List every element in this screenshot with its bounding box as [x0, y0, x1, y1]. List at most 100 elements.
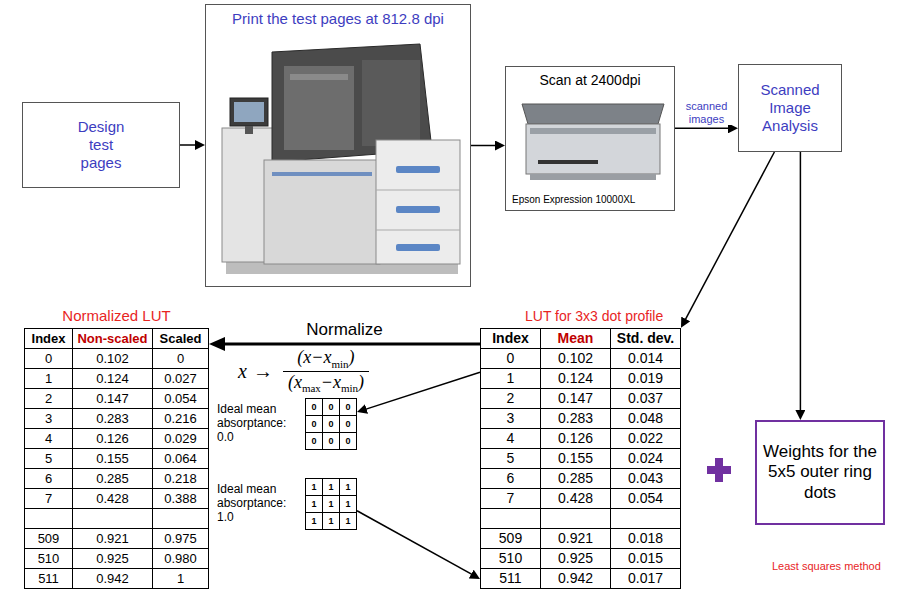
formula-text: ) — [349, 347, 355, 367]
formula-text: → — [253, 360, 273, 382]
table-cell: 4 — [25, 429, 73, 449]
column-header: Non-scaled — [73, 329, 153, 349]
note-holder: Least squares method — [772, 560, 881, 572]
dot-value: 0 — [323, 399, 340, 416]
dot-value: 0 — [306, 399, 323, 416]
column-header: Index — [25, 329, 73, 349]
table-cell: 0.980 — [153, 549, 209, 569]
box-label: Weights for the 5x5 outer ring dots — [761, 442, 879, 503]
table-cell: 0.124 — [73, 369, 153, 389]
scanner-panel: Scan at 2400dpiEpson Expression 10000XL — [505, 66, 675, 211]
table-cell: 3 — [481, 409, 541, 429]
printer-panel: Print the test pages at 812.8 dpi — [205, 4, 471, 287]
table-cell: 3 — [25, 409, 73, 429]
printer-slot — [290, 74, 348, 80]
formula-text: −x — [321, 372, 341, 392]
normalize-formula: x→(x−xmin)(xmax−xmin) — [238, 348, 369, 394]
table-cell: 0.428 — [73, 489, 153, 509]
table-cell — [153, 509, 209, 529]
dot-grid: 111111111 — [305, 478, 357, 530]
formula-text: (x — [288, 372, 302, 392]
panel-title: Scan at 2400dpi — [537, 72, 642, 89]
edge-label: Normalize — [304, 320, 385, 340]
printer-illustration — [222, 44, 460, 274]
printer-screen — [234, 102, 264, 122]
connector-arrow — [471, 145, 502, 147]
table-cell — [481, 509, 541, 529]
formula-arrow: → — [253, 360, 273, 382]
scanner-strip — [538, 160, 598, 164]
pattern-caption: Ideal mean absorptance: 0.0 — [217, 403, 299, 444]
process-box: Scanned Image Analysis — [738, 64, 842, 152]
dot-value: 0 — [323, 416, 340, 433]
formula-subscript: max — [302, 382, 321, 394]
connector-arrow — [682, 152, 774, 325]
connector-arrow — [675, 128, 735, 130]
table-cell: 0.942 — [73, 569, 153, 589]
scanner-foot — [530, 174, 656, 180]
device-name: Epson Expression 10000XL — [510, 194, 637, 206]
table-cell: 1 — [481, 369, 541, 389]
table-cell: 0 — [481, 349, 541, 369]
table-cell: 0.218 — [153, 469, 209, 489]
dot-value: 1 — [323, 479, 340, 496]
edge-label-holder: scanned images — [679, 100, 735, 125]
edge-label-holder: Normalize — [304, 320, 385, 340]
dot-value: 1 — [306, 479, 323, 496]
table-cell — [541, 509, 611, 529]
table-cell: 0.126 — [73, 429, 153, 449]
drawer-handle — [396, 206, 440, 213]
table-cell — [611, 509, 681, 529]
table-cell: 1 — [153, 569, 209, 589]
table-cell: 0.043 — [611, 469, 681, 489]
formula-text: x — [238, 360, 247, 382]
table-cell: 0.975 — [153, 529, 209, 549]
table-cell: 0.216 — [153, 409, 209, 429]
formula-numerator: (x−xmin) — [283, 348, 369, 372]
formula-denominator: (xmax−xmin) — [283, 372, 369, 395]
formula-text: (x−x — [297, 347, 331, 367]
table-cell: 0.925 — [73, 549, 153, 569]
table-cell: 4 — [481, 429, 541, 449]
table-cell: 0.018 — [611, 529, 681, 549]
dot-value: 1 — [340, 513, 357, 530]
dot-value: 1 — [306, 513, 323, 530]
column-header: Mean — [541, 329, 611, 349]
table-cell: 7 — [25, 489, 73, 509]
table-cell: 0.064 — [153, 449, 209, 469]
table-cell: 7 — [481, 489, 541, 509]
panel-title: Print the test pages at 812.8 dpi — [230, 10, 446, 28]
dot-grid: 000000000 — [305, 398, 357, 450]
table-cell: 0.147 — [541, 389, 611, 409]
table-cell: 0.388 — [153, 489, 209, 509]
table-cell: 0.019 — [611, 369, 681, 389]
column-header: Std. dev. — [611, 329, 681, 349]
printer-stripe — [272, 172, 372, 176]
box-label: Scanned Image Analysis — [745, 81, 835, 135]
column-header: Index — [481, 329, 541, 349]
box-label: Design test pages — [70, 118, 132, 172]
process-box: Design test pages — [22, 102, 180, 188]
dot-pattern-grid: Ideal mean absorptance: 1.0111111111 — [217, 478, 357, 530]
printer-panel-front — [362, 60, 420, 146]
column-header: Scaled — [153, 329, 209, 349]
formula-subscript: min — [341, 382, 358, 394]
table-cell: 0.921 — [73, 529, 153, 549]
table-cell: 0.017 — [611, 569, 681, 589]
table-cell: 511 — [481, 569, 541, 589]
table-cell: 0 — [25, 349, 73, 369]
dot-value: 0 — [306, 416, 323, 433]
table-cell: 0.054 — [153, 389, 209, 409]
table-cell: 0.285 — [541, 469, 611, 489]
dot-value: 0 — [340, 433, 357, 450]
scanner-edge — [530, 128, 656, 134]
table-cell: 0.155 — [541, 449, 611, 469]
formula-text: ) — [358, 372, 364, 392]
printer-monitor — [230, 98, 268, 126]
table-cell: 0.015 — [611, 549, 681, 569]
plus-bar — [715, 458, 723, 482]
plus-symbol — [707, 458, 731, 482]
dot-value: 1 — [306, 496, 323, 513]
table-cell: 0.014 — [611, 349, 681, 369]
